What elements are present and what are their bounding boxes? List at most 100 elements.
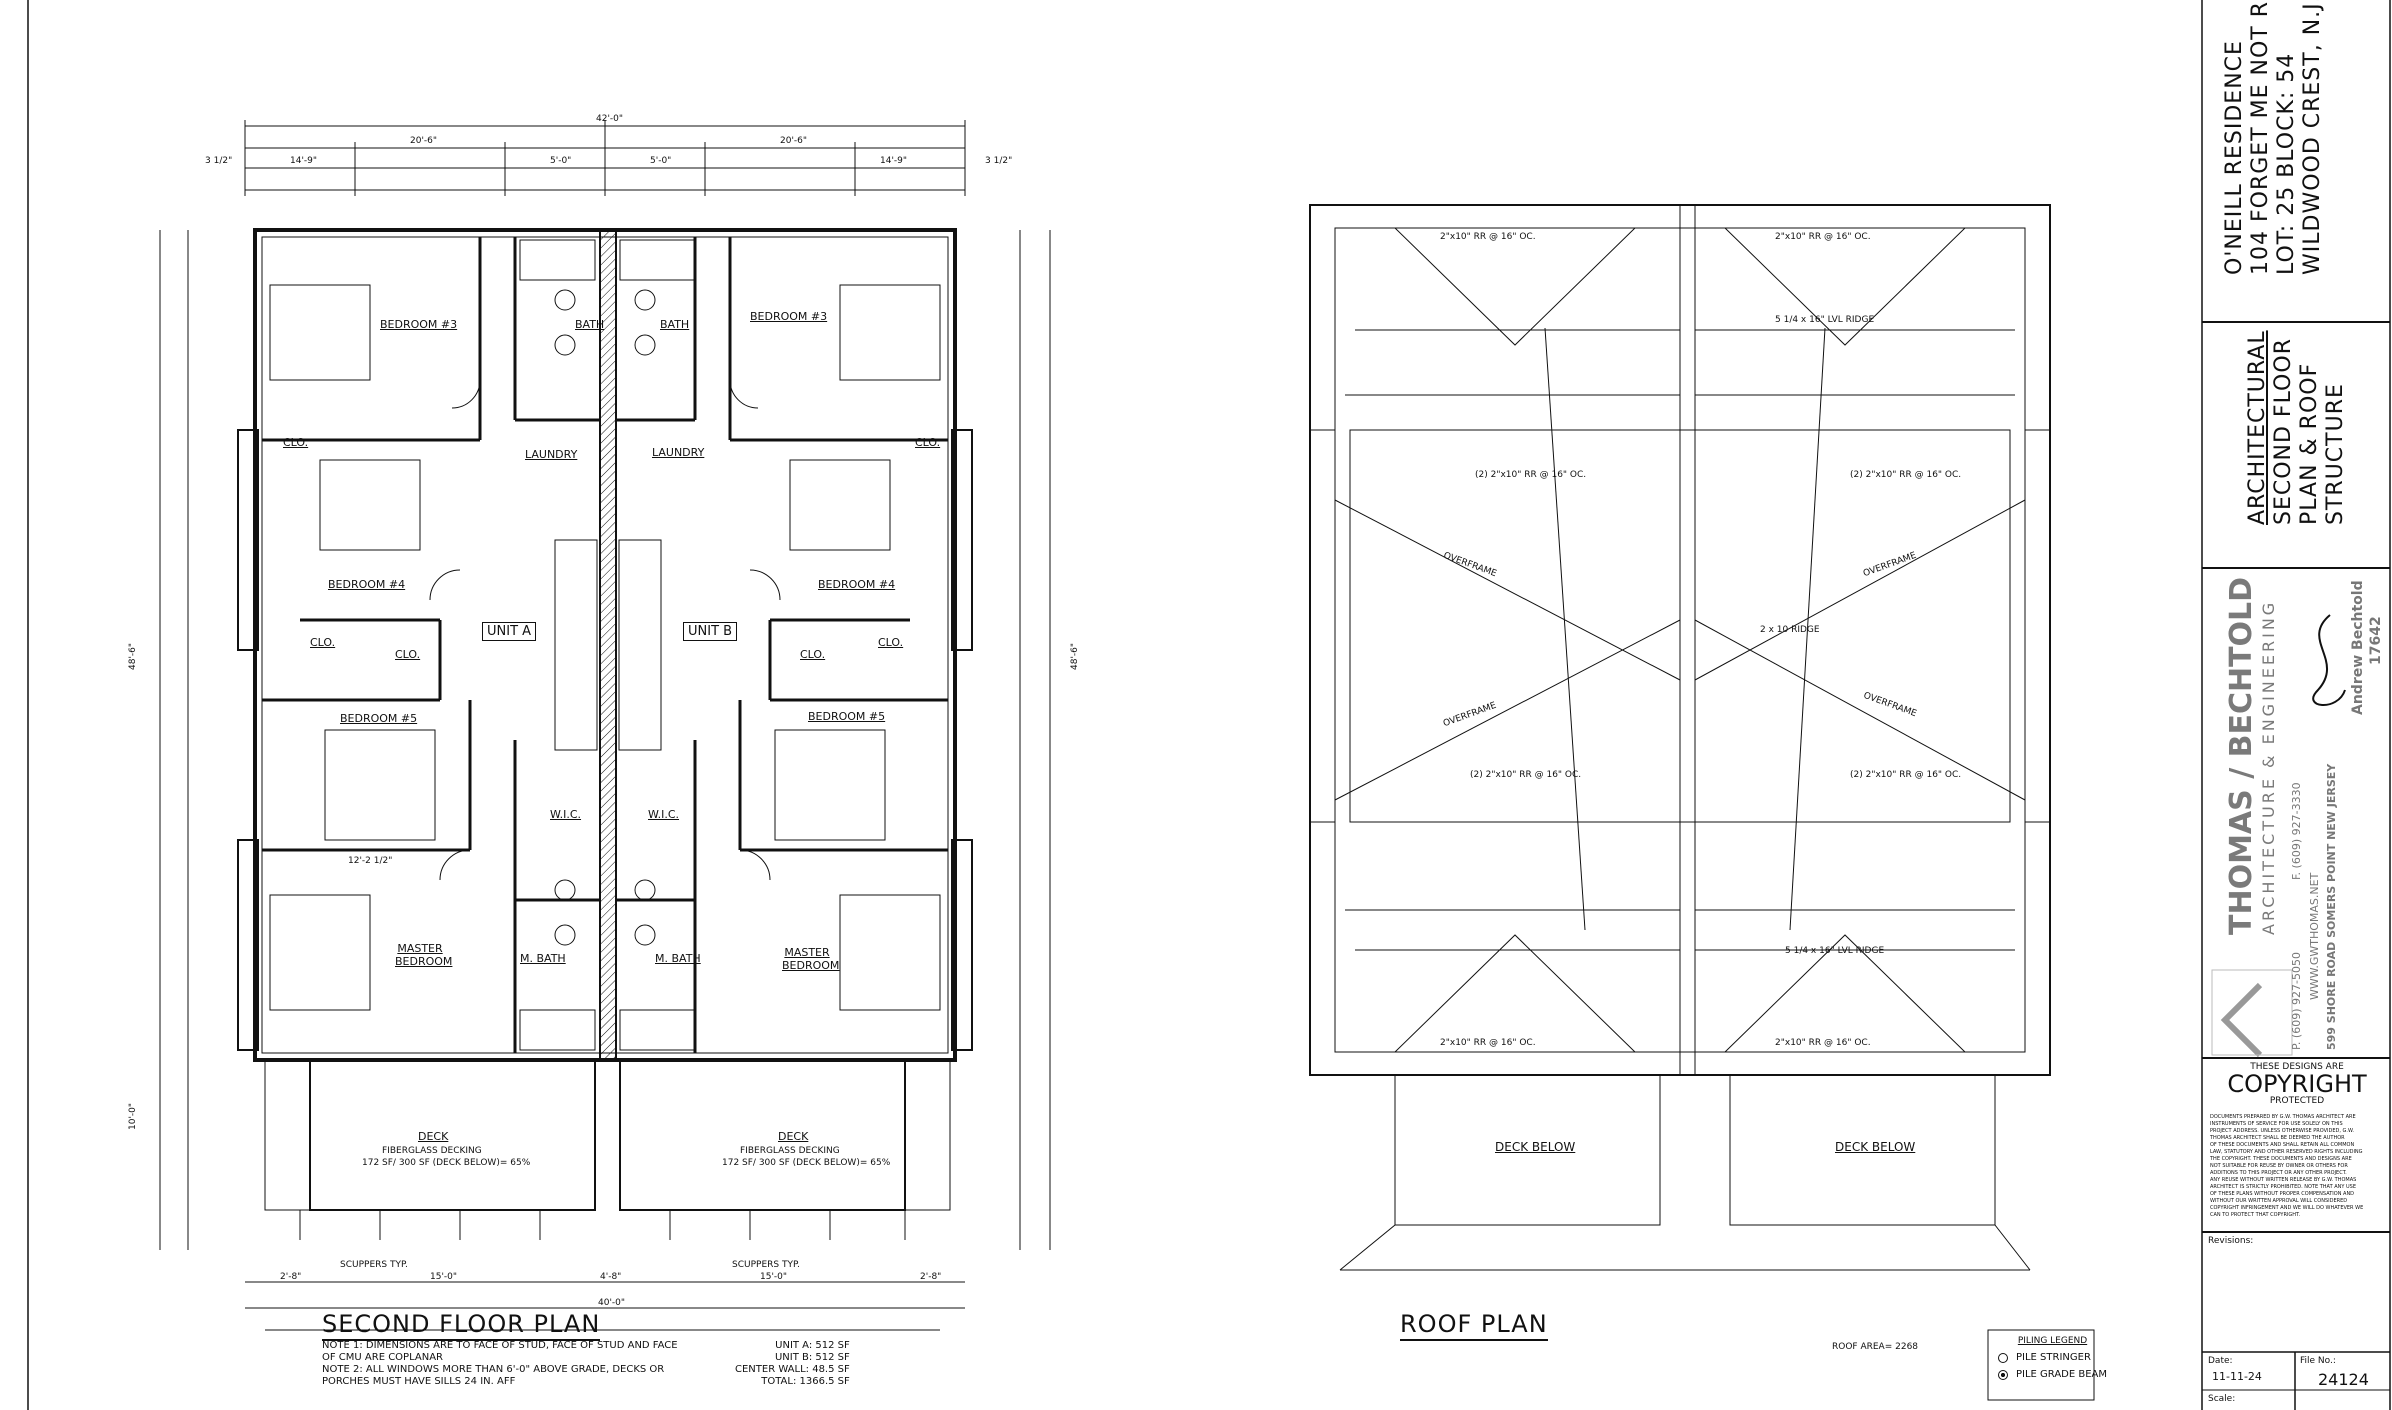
room-laundry-b: LAUNDRY <box>652 446 705 459</box>
dim-2-8-left: 2'-8" <box>280 1272 302 1282</box>
copyright-line: DOCUMENTS PREPARED BY G.W. THOMAS ARCHIT… <box>2210 1114 2356 1120</box>
firm-phone: P. (609) 927-5050 <box>2290 952 2303 1050</box>
rafters-2: (2) 2"x10" RR @ 16" OC. <box>1850 470 1962 480</box>
copyright-line: THE COPYRIGHT. THESE DOCUMENTS AND DESIG… <box>2210 1156 2352 1162</box>
project-info: O'NEILL RESIDENCE 104 FORGET ME NOT RD. … <box>2222 0 2326 275</box>
copyright-line: WITHOUT OUR WRITTEN APPROVAL WILL CONSID… <box>2210 1198 2348 1204</box>
firm-address: 599 SHORE ROAD SOMERS POINT NEW JERSEY <box>2325 763 2338 1050</box>
dim-10-0: 10'-0" <box>128 1102 138 1130</box>
room-bedroom3-b: BEDROOM #3 <box>750 310 828 323</box>
ridge-lvl-bottom: 5 1/4 x 16" LVL RIDGE <box>1785 946 1885 956</box>
label-unit-a: UNIT A <box>482 622 537 641</box>
legend-grade-beam-label: PILE GRADE BEAM <box>2016 1369 2108 1380</box>
room-master-a: MASTER BEDROOM <box>395 942 453 968</box>
pile-stringer-icon <box>1998 1352 2008 1363</box>
sheet-line: STRUCTURE <box>2323 383 2348 525</box>
legend-title: PILING LEGEND <box>2017 1336 2088 1346</box>
license-number: 17642 <box>2368 616 2384 665</box>
area-line: UNIT A: 512 SF <box>775 1340 850 1351</box>
signer-name: Andrew Bechtold <box>2350 580 2366 715</box>
dim-12-2: 12'-2 1/2" <box>348 856 393 866</box>
copyright-block: THESE DESIGNS ARE COPYRIGHT PROTECTED <box>2212 1062 2382 1106</box>
sheet-discipline: ARCHITECTURAL <box>2245 330 2270 525</box>
room-wic-a: W.I.C. <box>550 808 582 821</box>
room-bedroom3-a: BEDROOM #3 <box>380 318 458 331</box>
room-bedroom4-b: BEDROOM #4 <box>818 578 896 591</box>
roof-area: ROOF AREA= 2268 <box>1832 1342 1919 1352</box>
copyright-line: ADDITIONS TO THIS PROJECT OR ANY OTHER P… <box>2210 1170 2347 1176</box>
revisions-label: Revisions: <box>2208 1236 2254 1246</box>
copyright-line: OF THESE PLANS WITHOUT PROPER COMPENSATI… <box>2210 1191 2355 1197</box>
copyright-line: THOMAS ARCHITECT SHALL BE DEEMED THE AUT… <box>2210 1135 2345 1141</box>
room-bedroom4-a: BEDROOM #4 <box>328 578 406 591</box>
dim-right-5-0: 5'-0" <box>650 156 672 166</box>
copyright-line: CAN TO PROTECT THAT COPYRIGHT. <box>2210 1212 2301 1218</box>
deck-note-b: FIBERGLASS DECKING <box>740 1146 840 1156</box>
deck-ratio-b: 172 SF/ 300 SF (DECK BELOW)= 65% <box>722 1158 891 1168</box>
second-floor-notes: NOTE 1: DIMENSIONS ARE TO FACE OF STUD, … <box>322 1340 678 1388</box>
note-line: OF CMU ARE COPLANAR <box>322 1352 443 1363</box>
copyright-line: OF THESE DOCUMENTS AND SHALL RETAIN ALL … <box>2210 1142 2355 1148</box>
legend-item-stringer: PILE STRINGER <box>1998 1352 2107 1363</box>
dim-left-14-9: 14'-9" <box>290 156 318 166</box>
area-line: CENTER WALL: 48.5 SF <box>735 1364 850 1375</box>
deck-below-a: DECK BELOW <box>1495 1140 1576 1154</box>
rafters-8: 2"x10" RR @ 16" OC. <box>1775 1038 1871 1048</box>
copyright-line: LAW, STATUTORY AND OTHER RESERVED RIGHTS… <box>2210 1149 2363 1155</box>
room-wic-b: W.I.C. <box>648 808 680 821</box>
legend-stringer-label: PILE STRINGER <box>2016 1352 2091 1363</box>
project-city: WILDWOOD CREST, N.J. <box>2300 0 2325 275</box>
room-deck-b: DECK <box>778 1130 809 1143</box>
room-bath-a: BATH <box>575 318 605 331</box>
scuppers-b: SCUPPERS TYP. <box>732 1260 800 1270</box>
date-value: 11-11-24 <box>2212 1370 2262 1383</box>
firm-block: THOMAS / BECHTOLD ARCHITECTURE & ENGINEE… <box>2224 576 2279 935</box>
dim-overall-width: 42'-0" <box>596 114 624 124</box>
area-line: TOTAL: 1366.5 SF <box>761 1376 850 1387</box>
dim-right-14-9: 14'-9" <box>880 156 908 166</box>
note-line: PORCHES MUST HAVE SILLS 24 IN. AFF <box>322 1376 516 1387</box>
legend-item-grade-beam: PILE GRADE BEAM <box>1998 1369 2107 1380</box>
room-clo-4: CLO. <box>395 648 421 661</box>
deck-below-b: DECK BELOW <box>1835 1140 1916 1154</box>
copyright-line: NOT SUITABLE FOR REUSE BY OWNER OR OTHER… <box>2210 1163 2348 1169</box>
dim-left-3-half: 3 1/2" <box>205 156 233 166</box>
copyright-line: ARCHITECT IS STRICTLY PROHIBITED. NOTE T… <box>2210 1184 2357 1190</box>
copyright-line: COPYRIGHT INFRINGEMENT AND WE WILL DO WH… <box>2210 1205 2364 1211</box>
room-clo-5: CLO. <box>800 648 826 661</box>
copyright-top: THESE DESIGNS ARE <box>2250 1062 2344 1072</box>
file-value: 24124 <box>2318 1370 2369 1389</box>
room-master-b: MASTER BEDROOM <box>782 946 840 972</box>
pile-grade-beam-icon <box>1998 1369 2008 1380</box>
ridge-2x10: 2 x 10 RIDGE <box>1760 625 1820 635</box>
room-deck-a: DECK <box>418 1130 449 1143</box>
scale-label: Scale: <box>2208 1394 2236 1404</box>
roof-plan-title: ROOF PLAN <box>1400 1310 1548 1341</box>
copyright-line: PROJECT ADDRESS. UNLESS OTHERWISE PROVID… <box>2210 1128 2354 1134</box>
rafters-5: 2"x10" RR @ 16" OC. <box>1440 232 1536 242</box>
dim-left-width: 20'-6" <box>410 136 438 146</box>
sheet-title: ARCHITECTURAL SECOND FLOOR PLAN & ROOF S… <box>2245 330 2349 525</box>
dim-overall-depth-right: 48'-6" <box>1070 642 1080 670</box>
copyright-heading: COPYRIGHT <box>2227 1070 2367 1098</box>
dim-15-0-left: 15'-0" <box>430 1272 458 1282</box>
firm-name: THOMAS / BECHTOLD <box>2224 576 2259 935</box>
firm-fax: F. (609) 927-3330 <box>2290 782 2303 880</box>
sheet-line: PLAN & ROOF <box>2297 362 2322 525</box>
scuppers-a: SCUPPERS TYP. <box>340 1260 408 1270</box>
deck-note-a: FIBERGLASS DECKING <box>382 1146 482 1156</box>
rafters-4: (2) 2"x10" RR @ 16" OC. <box>1850 770 1962 780</box>
note-line: NOTE 2: ALL WINDOWS MORE THAN 6'-0" ABOV… <box>322 1364 665 1375</box>
second-floor-plan-title: SECOND FLOOR PLAN <box>322 1310 601 1341</box>
dim-15-0-right: 15'-0" <box>760 1272 788 1282</box>
room-clo-1: CLO. <box>283 436 309 449</box>
project-name: O'NEILL RESIDENCE <box>2222 40 2247 275</box>
room-clo-6: CLO. <box>878 636 904 649</box>
room-bedroom5-b: BEDROOM #5 <box>808 710 886 723</box>
piling-legend: PILING LEGEND PILE STRINGER PILE GRADE B… <box>1998 1336 2107 1380</box>
room-clo-2: CLO. <box>915 436 941 449</box>
rafters-7: 2"x10" RR @ 16" OC. <box>1440 1038 1536 1048</box>
dim-right-3-half: 3 1/2" <box>985 156 1013 166</box>
project-address: 104 FORGET ME NOT RD. <box>2248 0 2273 275</box>
